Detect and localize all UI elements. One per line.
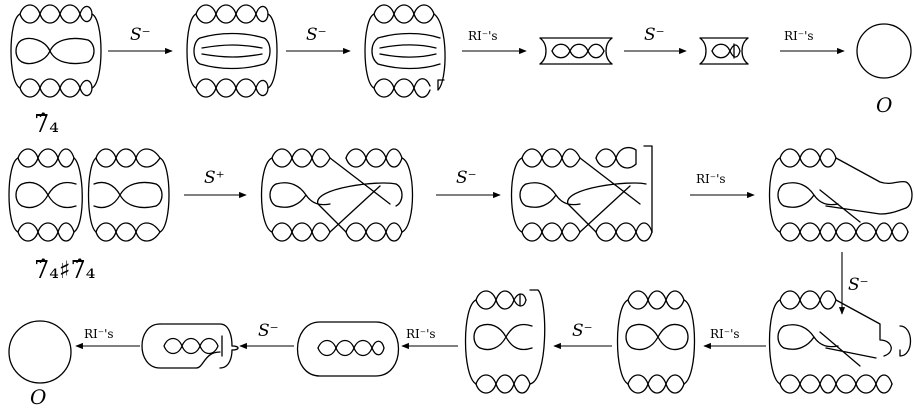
arrow-r2-2: S⁻ (436, 168, 501, 199)
knot-step-r2-2 (260, 148, 414, 242)
knot-step-2 (186, 4, 278, 98)
knot-step-r3-3 (297, 321, 399, 377)
arrow-r3-5: RI⁻'s (703, 327, 766, 350)
arrow-r3-4: S⁻ (553, 321, 612, 350)
arrow-down: S⁻ (838, 252, 869, 315)
arrow-label-r3-2: S⁻ (258, 321, 279, 341)
arrow-label-r1-2: S⁻ (306, 25, 327, 45)
arrow-label-down: S⁻ (848, 275, 869, 295)
unknot-top (856, 23, 912, 79)
arrow-r3-2: S⁻ (239, 321, 294, 350)
arrow-label-r2-2: S⁻ (456, 168, 477, 188)
arrow-label-r1-1: S⁻ (130, 25, 151, 45)
knot-7-4 (10, 4, 102, 98)
arrow-r1-4: S⁻ (624, 25, 687, 55)
arrow-label-r3-1: RI⁻'s (84, 327, 114, 341)
arrow-r2-1: S⁺ (184, 168, 247, 199)
arrow-label-r1-5: RI⁻'s (784, 29, 814, 43)
arrow-label-r2-1: S⁺ (204, 168, 225, 188)
arrow-r1-3: RI⁻'s (462, 29, 527, 55)
knot-step-r3-5 (616, 290, 696, 394)
unknot-bottom (8, 320, 72, 384)
arrow-r1-2: S⁻ (286, 25, 351, 55)
caption-unknot-top: O (876, 93, 892, 117)
caption-connected-sum: 7̂₄♯7̂₄ (34, 256, 95, 284)
knot-step-r2-4 (768, 148, 913, 242)
arrow-label-r2-3: RI⁻'s (696, 172, 726, 186)
knot-step-r2-3 (510, 145, 653, 242)
knot-step-3 (364, 4, 446, 98)
arrow-r3-3: RI⁻'s (401, 327, 458, 350)
knot-step-r3-4 (464, 289, 546, 394)
arrow-label-r3-3: RI⁻'s (406, 327, 436, 341)
arrow-label-r1-3: RI⁻'s (468, 29, 498, 43)
arrow-label-r1-4: S⁻ (644, 25, 665, 45)
knot-step-4 (539, 37, 613, 65)
arrow-label-r3-5: RI⁻'s (710, 327, 740, 341)
caption-unknot-bottom: O (30, 385, 46, 409)
caption-7-4: 7̂₄ (34, 110, 59, 138)
arrow-r1-5: RI⁻'s (780, 29, 845, 55)
knot-connected-sum (8, 148, 170, 242)
knot-step-r3-2 (141, 323, 239, 369)
knot-step-r3-6 (768, 290, 912, 394)
arrow-label-r3-4: S⁻ (572, 321, 593, 341)
arrow-r2-3: RI⁻'s (690, 172, 755, 199)
arrow-r3-1: RI⁻'s (75, 327, 140, 350)
knot-step-5 (699, 37, 749, 65)
arrow-r1-1: S⁻ (108, 25, 173, 55)
